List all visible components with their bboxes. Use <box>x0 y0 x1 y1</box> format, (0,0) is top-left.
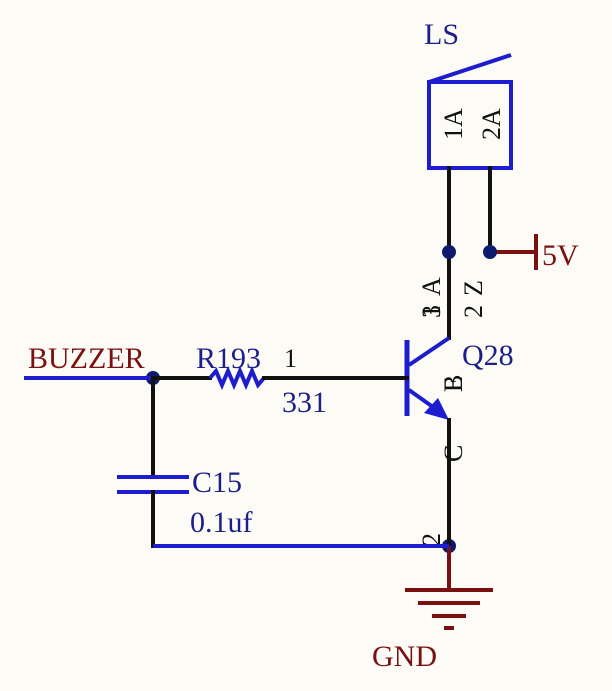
junction-dot <box>483 245 497 259</box>
ground-icon <box>405 546 493 630</box>
speaker-pin-2a: 2A <box>477 108 506 140</box>
resistor-value: 331 <box>282 386 327 419</box>
ground-label: GND <box>372 640 437 673</box>
ground-pin-label: 2 <box>417 533 446 546</box>
transistor-base-pin-label: E <box>439 376 468 392</box>
transistor-pin-label: 3 <box>417 305 446 318</box>
power-label: 5V <box>542 239 579 272</box>
transistor-base-pin-label: B <box>439 375 468 392</box>
capacitor-icon <box>117 475 189 494</box>
net-label-buzzer: BUZZER <box>28 342 145 375</box>
transistor-pin-label: 1 <box>417 305 446 318</box>
resistor-icon <box>208 365 266 391</box>
capacitor-designator: C15 <box>192 466 242 499</box>
resistor-pin-label: 1 <box>284 344 297 373</box>
transistor-pin-label: Z <box>459 280 488 296</box>
transistor-pin-label: 2 <box>459 305 488 318</box>
junction-dot <box>442 245 456 259</box>
transistor-pin-label: A <box>417 277 446 296</box>
transistor-emitter-pin-label: C <box>439 445 468 462</box>
transistor-designator: Q28 <box>462 339 514 372</box>
capacitor-value: 0.1uf <box>190 506 253 539</box>
speaker-icon <box>427 53 513 170</box>
resistor-designator: R193 <box>196 342 261 375</box>
speaker-pin-1a: 1A <box>439 108 468 140</box>
speaker-designator: LS <box>424 18 459 51</box>
